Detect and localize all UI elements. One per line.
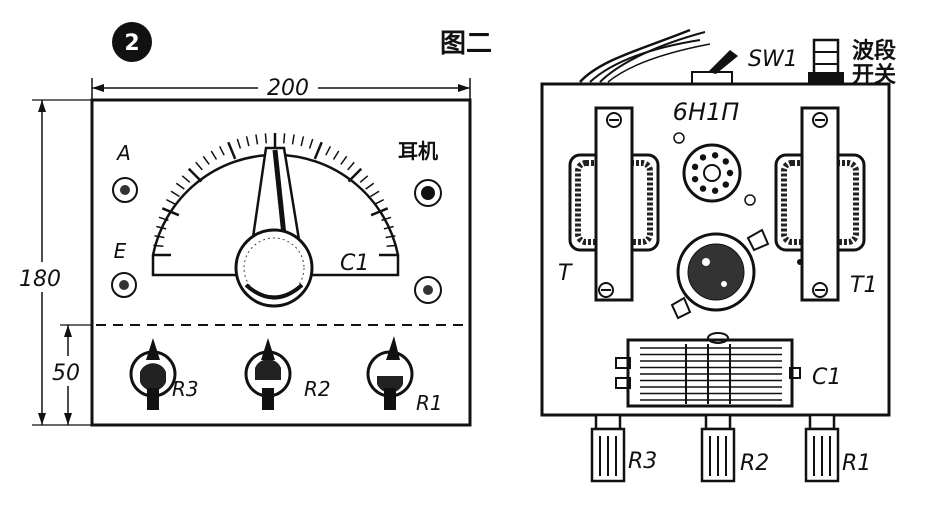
switch-label: SW1 <box>748 47 798 72</box>
dial-tick <box>153 244 164 247</box>
earth-label: E <box>114 239 127 263</box>
dial-tick <box>156 225 167 230</box>
dial-tick <box>374 198 385 205</box>
socket-pin <box>691 163 699 171</box>
dial-tick <box>347 167 363 183</box>
wire-bundle <box>579 28 711 83</box>
band-switch: 波段 开关 <box>808 38 896 88</box>
socket-pin <box>722 181 729 188</box>
height-dimension: 180 <box>18 99 92 426</box>
chassis-pot-r3: R3 <box>590 413 657 483</box>
coil-t1: T1 <box>774 106 877 302</box>
dial-tick <box>347 161 355 171</box>
dial-tick <box>386 244 397 247</box>
dial-label: C1 <box>340 251 369 276</box>
front-knob-r3: R3 <box>129 338 199 410</box>
socket-pin <box>691 175 699 183</box>
dial-scale <box>153 133 397 257</box>
dial-tick <box>218 145 225 156</box>
dial-tick <box>300 136 305 147</box>
dial-tick <box>359 175 369 183</box>
socket-pin <box>699 185 707 192</box>
dial-tick <box>181 175 191 183</box>
dimension-width-label: 200 <box>267 76 309 101</box>
capacitor-label: C1 <box>812 365 841 390</box>
dial-tick <box>154 235 165 239</box>
tuning-dial: C1 <box>151 133 400 308</box>
dial-tick <box>187 167 203 183</box>
chassis-pot-r2-label: R2 <box>740 451 769 476</box>
socket-pin <box>711 152 719 159</box>
dial-tick <box>370 207 389 217</box>
dial-tick <box>264 133 267 144</box>
chassis: SW1 波段 开关 6H1П T <box>540 28 896 483</box>
capacitor-can <box>670 228 803 320</box>
width-dimension: 200 <box>91 73 471 101</box>
dial-tick <box>383 225 394 230</box>
socket-pin <box>726 169 734 177</box>
earphone-label: 耳机 <box>398 139 438 163</box>
dial-tick <box>291 134 295 145</box>
coil-t-label: T <box>558 261 573 286</box>
socket-pin <box>699 154 707 161</box>
coil-t1-label: T1 <box>850 273 877 298</box>
front-panel: 200 180 50 耳机 A <box>18 73 472 427</box>
dial-tick <box>255 134 259 145</box>
front-knob-r3-label: R3 <box>172 377 199 401</box>
dial-tick <box>236 138 242 149</box>
dial-tick <box>313 141 323 160</box>
dial-tick <box>340 155 348 165</box>
tube-socket <box>673 132 756 206</box>
dial-tick <box>165 198 176 205</box>
figure-caption: 图二 <box>440 29 492 59</box>
chassis-pot-r3-label: R3 <box>628 449 657 474</box>
dial-tick <box>325 145 332 156</box>
dial-tick <box>370 190 380 198</box>
socket-pin <box>722 158 729 165</box>
earphone-jack-bottom <box>414 276 442 304</box>
dial-tick <box>283 133 286 144</box>
earth-terminal <box>111 272 137 298</box>
dimension-height-label: 180 <box>19 267 61 292</box>
tube-label: 6H1П <box>673 98 740 126</box>
band-switch-label-1: 波段 <box>852 38 896 64</box>
lower-dimension: 50 <box>44 324 92 425</box>
switch-sw1: SW1 <box>691 47 798 85</box>
dial-tick <box>245 136 250 147</box>
dial-tick <box>210 150 218 160</box>
dial-tick <box>385 235 396 239</box>
panel-outline <box>90 98 472 427</box>
dial-tick <box>170 190 180 198</box>
dial-tick <box>381 216 392 222</box>
dimension-lower-label: 50 <box>52 361 80 386</box>
earphone-jack-top <box>414 179 442 207</box>
coil-t: T <box>558 106 660 302</box>
antenna-terminal <box>112 177 138 203</box>
front-knob-r2-label: R2 <box>304 377 331 401</box>
front-knob-r1: R1 <box>366 336 443 415</box>
variable-capacitor: C1 <box>615 332 841 408</box>
dial-tick <box>332 150 340 160</box>
dial-tick <box>202 155 210 165</box>
tuning-knob <box>234 228 314 308</box>
dial-tick <box>195 161 203 171</box>
chassis-pot-r1: R1 <box>804 413 871 483</box>
dial-tick <box>308 138 314 149</box>
dial-tick <box>365 182 375 190</box>
chassis-pot-r2: R2 <box>700 413 769 483</box>
figure-number: 2 <box>124 31 139 56</box>
dial-tick <box>161 207 180 217</box>
socket-pin <box>711 187 719 194</box>
front-knob-r1-label: R1 <box>416 391 443 415</box>
dial-tick <box>158 216 169 222</box>
antenna-label: A <box>115 141 131 165</box>
front-knob-r2: R2 <box>244 338 331 410</box>
chassis-pot-r1-label: R1 <box>842 451 871 476</box>
dial-tick <box>175 182 185 190</box>
dial-tick <box>227 141 237 160</box>
figure-number-badge: 2 <box>112 22 152 62</box>
